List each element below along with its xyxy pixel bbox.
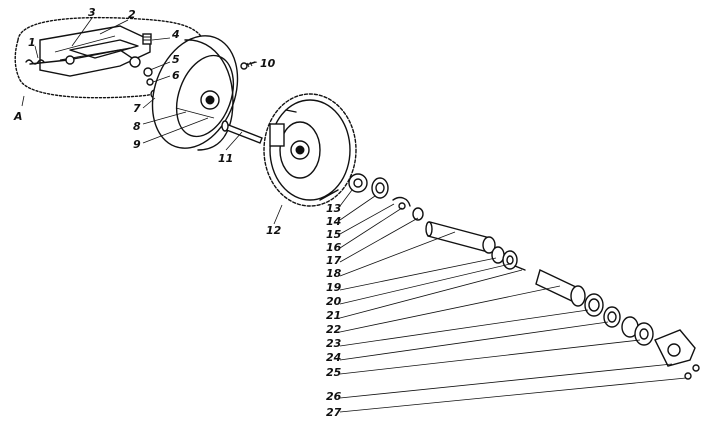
shaft-part-22 <box>535 269 586 307</box>
nut-part-27 <box>684 364 700 380</box>
screw-part-10 <box>240 61 256 70</box>
spacer-part-21 <box>514 265 526 271</box>
callout-20: 20 <box>326 295 342 308</box>
callout-4: 4 <box>171 28 180 41</box>
callout-12: 12 <box>266 224 282 237</box>
callout-15: 15 <box>326 228 342 241</box>
callout-22: 22 <box>326 323 342 336</box>
bearing-part-13 <box>348 173 368 193</box>
callout-5: 5 <box>172 53 180 66</box>
callout-a: А <box>13 110 23 123</box>
callout-6: 6 <box>172 69 180 82</box>
callout-25: 25 <box>326 366 342 379</box>
cap-part-26 <box>654 329 696 367</box>
clip-part-15-16 <box>392 196 411 210</box>
callout-19: 19 <box>326 281 342 294</box>
seal-part-23 <box>584 293 604 317</box>
callout-16: 16 <box>326 241 342 254</box>
pin-part-11 <box>221 120 263 144</box>
callout-3: 3 <box>88 6 96 19</box>
callout-23: 23 <box>326 337 342 350</box>
callout-24: 24 <box>326 351 341 364</box>
callout-10: 10 <box>260 57 276 70</box>
callout-27: 27 <box>326 406 342 419</box>
callout-13: 13 <box>326 202 342 215</box>
bearing-part-25 <box>621 316 654 346</box>
callout-1: 1 <box>28 36 36 49</box>
leader-lines <box>21 17 687 413</box>
brake-anchor-plate <box>151 35 239 151</box>
washer-part-17 <box>412 207 424 221</box>
callout-11: 11 <box>218 152 233 165</box>
detail-a-inset <box>14 16 207 99</box>
callout-26: 26 <box>326 390 342 403</box>
axle-part-18 <box>425 221 496 254</box>
callout-17: 17 <box>326 254 342 267</box>
callout-2: 2 <box>128 8 136 21</box>
callout-7: 7 <box>133 102 141 115</box>
ring-part-24 <box>603 306 621 328</box>
sprocket-part-12 <box>263 93 357 207</box>
ring-part-14 <box>371 177 389 199</box>
callout-14: 14 <box>326 215 341 228</box>
callout-21: 21 <box>326 309 341 322</box>
callout-labels: А 1 2 3 4 5 6 7 8 9 10 11 12 13 14 15 16… <box>13 6 342 419</box>
callout-9: 9 <box>133 138 141 151</box>
callout-8: 8 <box>133 120 141 133</box>
callout-18: 18 <box>326 267 342 280</box>
